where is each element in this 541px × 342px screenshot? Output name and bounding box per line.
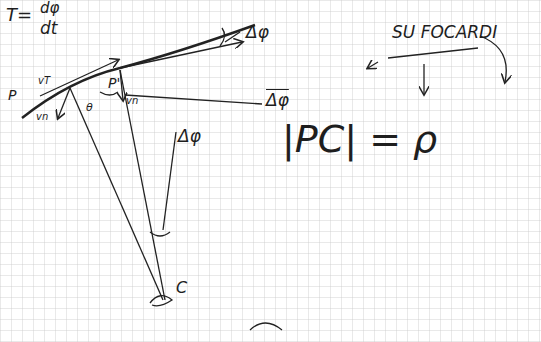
- formula-numerator: dφ: [40, 1, 59, 16]
- note-text: SU FOCARDI: [392, 24, 497, 41]
- equation-text: |PC| = ρ: [282, 120, 437, 158]
- point-label: P: [8, 88, 16, 102]
- formula-denominator: dt: [40, 20, 57, 37]
- angle-label: θ: [86, 102, 93, 113]
- angle-label: Δφ: [266, 92, 289, 109]
- formula-lhs: T=: [6, 6, 32, 24]
- vector-label: vn: [36, 112, 48, 122]
- point-label: P': [108, 76, 120, 90]
- center-label: C: [176, 280, 187, 296]
- vector-label: vT: [38, 76, 50, 86]
- angle-label: Δφ: [178, 128, 201, 145]
- angle-label: Δφ: [246, 24, 269, 41]
- drawing: [22, 25, 506, 330]
- vector-label: vn: [126, 96, 138, 106]
